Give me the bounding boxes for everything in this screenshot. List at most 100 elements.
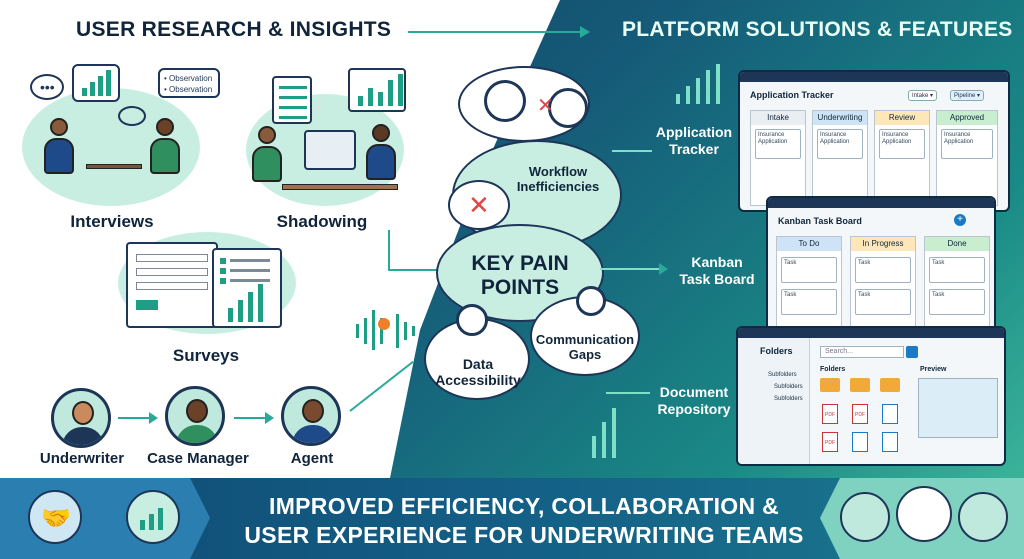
kanban-card[interactable]: Task bbox=[781, 289, 837, 315]
kanban-label-1: Kanban bbox=[691, 254, 743, 270]
kanban-card[interactable]: Task bbox=[929, 289, 985, 315]
kanban-col-inprogress: In Progress Task Task bbox=[850, 236, 916, 330]
repo-subfolder-2[interactable]: Subfolders bbox=[774, 384, 803, 390]
interviewee-person bbox=[150, 118, 180, 176]
kanban-col-todo: To Do Task Task bbox=[776, 236, 842, 330]
connector-research bbox=[388, 230, 390, 270]
kanban-col-done: Done Task Task bbox=[924, 236, 990, 330]
repository-feature-label: Document Repository bbox=[652, 384, 736, 418]
connector-repo bbox=[606, 392, 650, 394]
kanban-feature-label: Kanban Task Board bbox=[670, 254, 764, 288]
repo-preview-heading: Preview bbox=[920, 366, 947, 373]
kanban-col-inprogress-header: In Progress bbox=[851, 237, 915, 251]
tracker-titlebar bbox=[740, 72, 1008, 82]
growth-chart-icon bbox=[126, 490, 180, 544]
image-file-icon[interactable] bbox=[882, 404, 898, 424]
repo-label-1: Document bbox=[659, 384, 729, 400]
decor-bars-bottom bbox=[592, 402, 632, 458]
key-pain-line-2: POINTS bbox=[480, 276, 560, 299]
repo-folders-heading: Folders bbox=[820, 366, 846, 373]
data-line-2: Accessibility bbox=[435, 372, 521, 388]
application-tracker-window: Application Tracker Intake ▾ Pipeline ▾ … bbox=[738, 70, 1010, 212]
workflow-line-1: Workflow bbox=[528, 164, 588, 179]
role-arrow-1 bbox=[118, 412, 158, 424]
research-header: USER RESEARCH & INSIGHTS bbox=[76, 18, 392, 41]
image-file-icon[interactable] bbox=[852, 432, 868, 452]
tracker-filter-intake[interactable]: Intake ▾ bbox=[908, 90, 938, 101]
stopwatch-broken-icon: ✕ bbox=[537, 88, 588, 128]
workflow-label: Workflow Inefficiencies bbox=[500, 164, 616, 194]
stopwatch-comm-icon bbox=[576, 286, 606, 316]
repo-search-input[interactable]: Search... bbox=[820, 346, 904, 358]
pdf-file-icon[interactable]: PDF bbox=[852, 404, 868, 424]
document-repository-window: Folders Search... Subfolders Subfolders … bbox=[736, 326, 1006, 466]
kanban-label-2: Task Board bbox=[679, 271, 755, 287]
kanban-window: Kanban Task Board + To Do Task Task In P… bbox=[766, 196, 996, 334]
error-cloud: ✕ bbox=[448, 180, 510, 230]
underwriter-avatar bbox=[51, 388, 111, 448]
repo-subfolder-1[interactable]: Subfolders bbox=[768, 372, 797, 378]
worker-person bbox=[366, 124, 396, 182]
tracker-title: Application Tracker bbox=[750, 90, 834, 100]
data-line-1: Data bbox=[462, 356, 494, 372]
shadow-chart-icon bbox=[348, 68, 406, 112]
repo-subfolder-3[interactable]: Subfolders bbox=[774, 396, 803, 402]
key-pain-line-1: KEY PAIN bbox=[471, 252, 569, 275]
tracker-col-underwriting-header: Underwriting bbox=[813, 111, 867, 125]
kanban-title: Kanban Task Board bbox=[778, 216, 862, 226]
image-file-icon[interactable] bbox=[882, 432, 898, 452]
role-arrow-2 bbox=[234, 412, 274, 424]
case-manager-label: Case Manager bbox=[147, 450, 249, 467]
footer-line-1: IMPROVED EFFICIENCY, COLLABORATION & bbox=[269, 493, 779, 519]
computer-monitor bbox=[304, 130, 356, 170]
folder-icon[interactable] bbox=[880, 378, 900, 392]
kanban-card[interactable]: Task bbox=[855, 289, 911, 315]
case-manager-avatar bbox=[165, 386, 225, 446]
observation-bubble: • Observation • Observation bbox=[158, 68, 220, 98]
underwriter-label: Underwriter bbox=[39, 450, 125, 467]
kanban-titlebar bbox=[768, 198, 994, 208]
repo-search-icon[interactable] bbox=[906, 346, 918, 358]
decor-bars-top bbox=[676, 64, 726, 104]
comm-line-2: Gaps bbox=[568, 347, 602, 362]
observer-person bbox=[252, 126, 282, 184]
tracker-filter-pipeline[interactable]: Pipeline ▾ bbox=[950, 90, 985, 101]
interviews-label: Interviews bbox=[70, 212, 154, 231]
solutions-header: PLATFORM SOLUTIONS & FEATURES bbox=[622, 18, 1013, 41]
kanban-add-icon[interactable]: + bbox=[954, 214, 966, 226]
error-x-icon: ✕ bbox=[468, 190, 490, 220]
footer-message: IMPROVED EFFICIENCY, COLLABORATION & USE… bbox=[228, 492, 820, 550]
shadow-desk bbox=[282, 184, 398, 190]
preview-image-icon bbox=[918, 378, 998, 438]
kanban-card[interactable]: Task bbox=[781, 257, 837, 283]
pdf-file-icon[interactable]: PDF bbox=[822, 404, 838, 424]
kanban-col-done-header: Done bbox=[925, 237, 989, 251]
kanban-card[interactable]: Task bbox=[929, 257, 985, 283]
header-arrow bbox=[408, 26, 590, 38]
connector-kanban-arrow bbox=[600, 263, 668, 275]
folder-icon[interactable] bbox=[850, 378, 870, 392]
repo-sidebar bbox=[738, 338, 810, 464]
agent-avatar bbox=[281, 386, 341, 446]
comm-line-1: Communication bbox=[535, 332, 635, 347]
observation-line-1: • Observation bbox=[164, 74, 213, 83]
key-pain-points: KEY PAIN POINTS bbox=[455, 252, 585, 300]
surveys-label: Surveys bbox=[172, 346, 240, 365]
kanban-card[interactable]: Task bbox=[855, 257, 911, 283]
team-avatar-3 bbox=[958, 492, 1008, 542]
folder-icon[interactable] bbox=[820, 378, 840, 392]
data-accessibility-label: Data Accessibility bbox=[428, 356, 528, 388]
workflow-line-2: Inefficiencies bbox=[516, 179, 600, 194]
survey-form-right bbox=[212, 248, 282, 328]
handshake-icon: 🤝 bbox=[28, 490, 82, 544]
pdf-file-icon[interactable]: PDF bbox=[822, 432, 838, 452]
repo-title: Folders bbox=[760, 346, 793, 356]
